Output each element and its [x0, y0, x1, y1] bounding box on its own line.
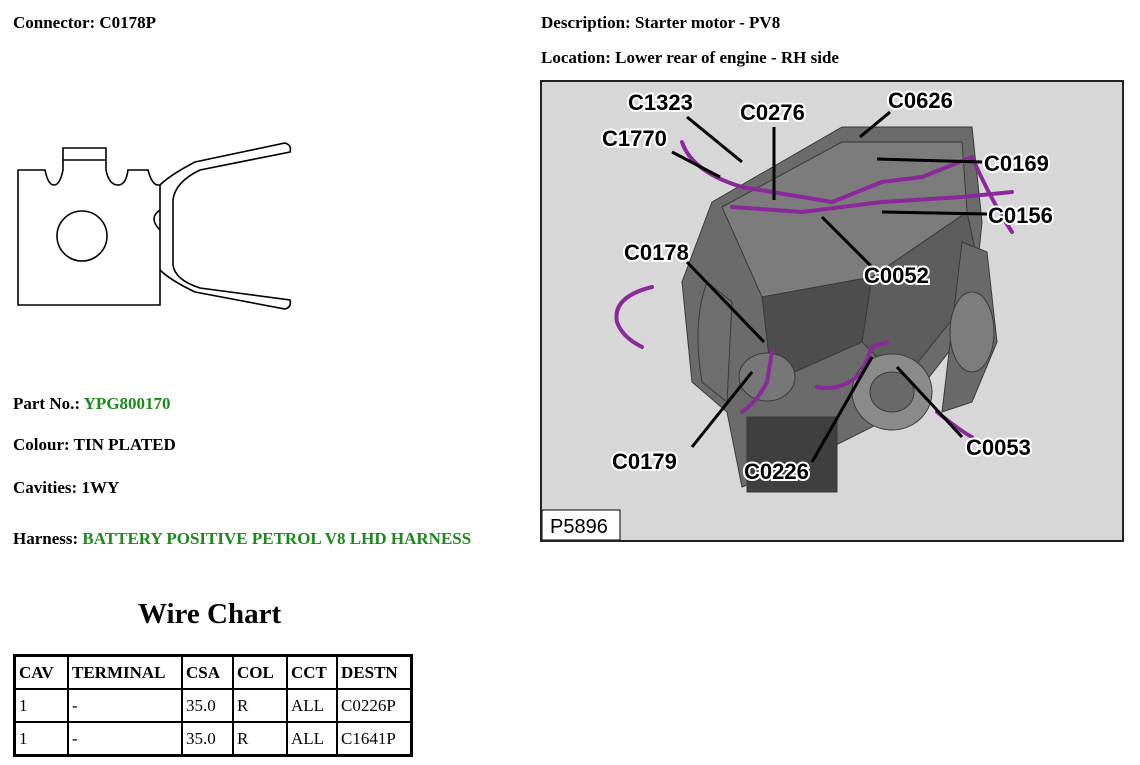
- connector-value: C0178P: [99, 13, 157, 32]
- table-row: 1 - 35.0 R ALL C0226P: [13, 688, 413, 723]
- cell-cct: ALL: [286, 688, 338, 723]
- cell-col: R: [232, 721, 288, 757]
- callout-c1770: C1770: [602, 126, 667, 151]
- callout-c0169: C0169: [984, 151, 1049, 176]
- image-reference: P5896: [550, 516, 608, 538]
- callout-c0052: C0052: [864, 263, 929, 288]
- callout-c0053: C0053: [966, 435, 1031, 460]
- description-value: Starter motor - PV8: [634, 13, 781, 32]
- colour-field: Colour: TIN PLATED: [13, 435, 176, 455]
- harness-label: Harness:: [13, 529, 79, 548]
- harness-value: BATTERY POSITIVE PETROL V8 LHD HARNESS: [82, 529, 472, 548]
- colour-value: TIN PLATED: [73, 435, 176, 454]
- header-cav: CAV: [13, 654, 69, 690]
- wire-chart-table: CAV TERMINAL CSA COL CCT DESTN 1 - 35.0 …: [13, 654, 413, 757]
- callout-c0179: C0179: [612, 449, 677, 474]
- cell-cav: 1: [13, 688, 69, 723]
- cell-terminal: -: [67, 688, 183, 723]
- callout-c0276: C0276: [740, 100, 805, 125]
- description-field: Description: Starter motor - PV8: [541, 13, 780, 33]
- harness-field: Harness: BATTERY POSITIVE PETROL V8 LHD …: [13, 529, 471, 549]
- location-label: Location:: [541, 48, 611, 67]
- cell-col: R: [232, 688, 288, 723]
- cavities-field: Cavities: 1WY: [13, 478, 119, 498]
- cell-csa: 35.0: [181, 688, 234, 723]
- part-no-field: Part No.: YPG800170: [13, 394, 171, 414]
- header-col: COL: [232, 654, 288, 690]
- header-cct: CCT: [286, 654, 338, 690]
- header-terminal: TERMINAL: [67, 654, 183, 690]
- table-row: 1 - 35.0 R ALL C1641P: [13, 721, 413, 757]
- connector-drawing: [17, 142, 292, 310]
- header-csa: CSA: [181, 654, 234, 690]
- wire-chart-title: Wire Chart: [138, 598, 282, 630]
- callout-c1323: C1323: [628, 90, 693, 115]
- connector-field: Connector: C0178P: [13, 13, 156, 33]
- description-label: Description:: [541, 13, 631, 32]
- location-value: Lower rear of engine - RH side: [615, 48, 839, 67]
- connector-label: Connector:: [13, 13, 96, 32]
- part-no-label: Part No.:: [13, 394, 81, 413]
- callout-c0178: C0178: [624, 240, 689, 265]
- cell-terminal: -: [67, 721, 183, 757]
- cell-cav: 1: [13, 721, 69, 757]
- engine-location-image: C1323 C0276 C0626 C1770 C0169 C0156 C017…: [540, 80, 1124, 542]
- location-field: Location: Lower rear of engine - RH side: [541, 48, 839, 68]
- callout-c0226: C0226: [744, 459, 809, 484]
- part-no-value: YPG800170: [83, 394, 171, 413]
- cavities-label: Cavities:: [13, 478, 78, 497]
- colour-label: Colour:: [13, 435, 70, 454]
- wire-chart-header-row: CAV TERMINAL CSA COL CCT DESTN: [13, 654, 413, 690]
- cell-destn: C0226P: [336, 688, 413, 723]
- cell-csa: 35.0: [181, 721, 234, 757]
- cell-cct: ALL: [286, 721, 338, 757]
- callout-c0156: C0156: [988, 203, 1053, 228]
- header-destn: DESTN: [336, 654, 413, 690]
- cavities-value: 1WY: [81, 478, 120, 497]
- callout-c0626: C0626: [888, 88, 953, 113]
- cell-destn: C1641P: [336, 721, 413, 757]
